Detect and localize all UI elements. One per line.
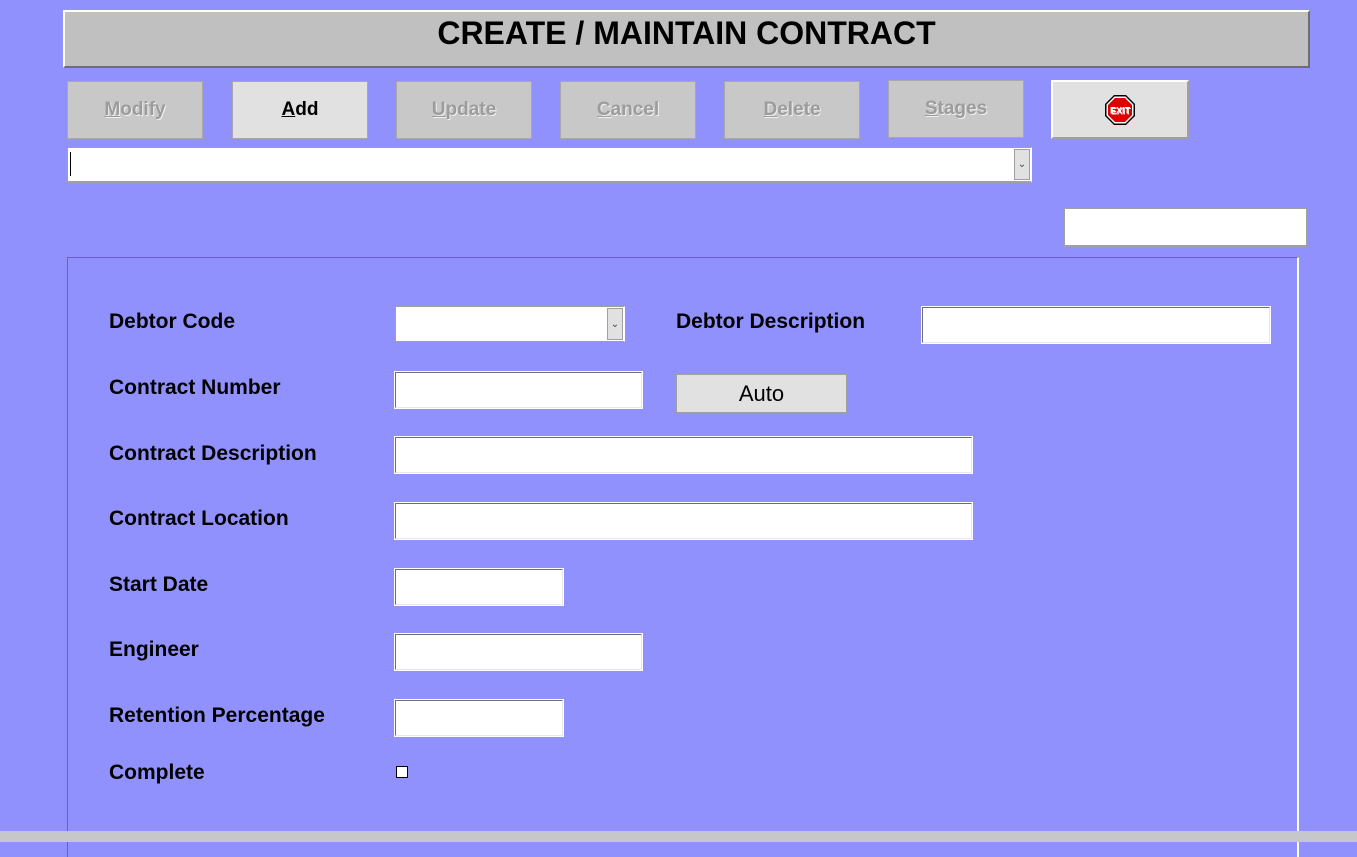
contract-number-label: Contract Number [109,376,281,399]
contract-location-label: Contract Location [109,507,289,530]
start-date-field[interactable] [394,568,564,606]
retention-percentage-label: Retention Percentage [109,704,325,727]
cancel-label: ancel [610,99,660,120]
svg-text:EXIT: EXIT [1110,105,1131,115]
modify-accelerator: M [104,99,121,120]
complete-checkbox[interactable] [396,766,408,778]
engineer-label: Engineer [109,638,199,661]
text-caret [70,152,71,176]
contract-number-field[interactable] [394,371,643,409]
debtor-description-field[interactable] [921,306,1271,344]
delete-label: elete [777,99,821,120]
exit-button[interactable]: EXIT [1051,80,1189,139]
contract-description-label: Contract Description [109,442,317,465]
stages-accelerator: S [924,98,938,119]
stop-sign-exit-icon: EXIT [1105,94,1135,125]
add-label: dd [295,99,319,120]
page-title: CREATE / MAINTAIN CONTRACT [63,10,1310,68]
record-selector-combo[interactable]: ⌄ [67,147,1032,183]
chevron-down-icon[interactable]: ⌄ [607,308,623,340]
horizontal-scrollbar[interactable] [0,831,1357,842]
cancel-accelerator: C [596,99,611,120]
delete-accelerator: D [763,99,778,120]
debtor-code-label: Debtor Code [109,310,235,333]
stages-label: tages [937,98,988,119]
complete-label: Complete [109,761,205,784]
retention-percentage-field[interactable] [394,699,564,737]
top-right-field[interactable] [1064,208,1307,247]
contract-location-field[interactable] [394,502,973,540]
chevron-down-icon[interactable]: ⌄ [1014,149,1030,180]
engineer-field[interactable] [394,633,643,671]
contract-details-frame [67,257,1299,857]
debtor-description-label: Debtor Description [676,310,866,333]
debtor-code-combo[interactable]: ⌄ [395,306,625,342]
update-accelerator: U [431,99,446,120]
auto-button[interactable]: Auto [676,374,847,413]
update-label: pdate [445,99,497,120]
add-accelerator: A [281,99,296,120]
modify-label: odify [120,99,166,120]
start-date-label: Start Date [109,573,209,596]
contract-description-field[interactable] [394,436,973,474]
